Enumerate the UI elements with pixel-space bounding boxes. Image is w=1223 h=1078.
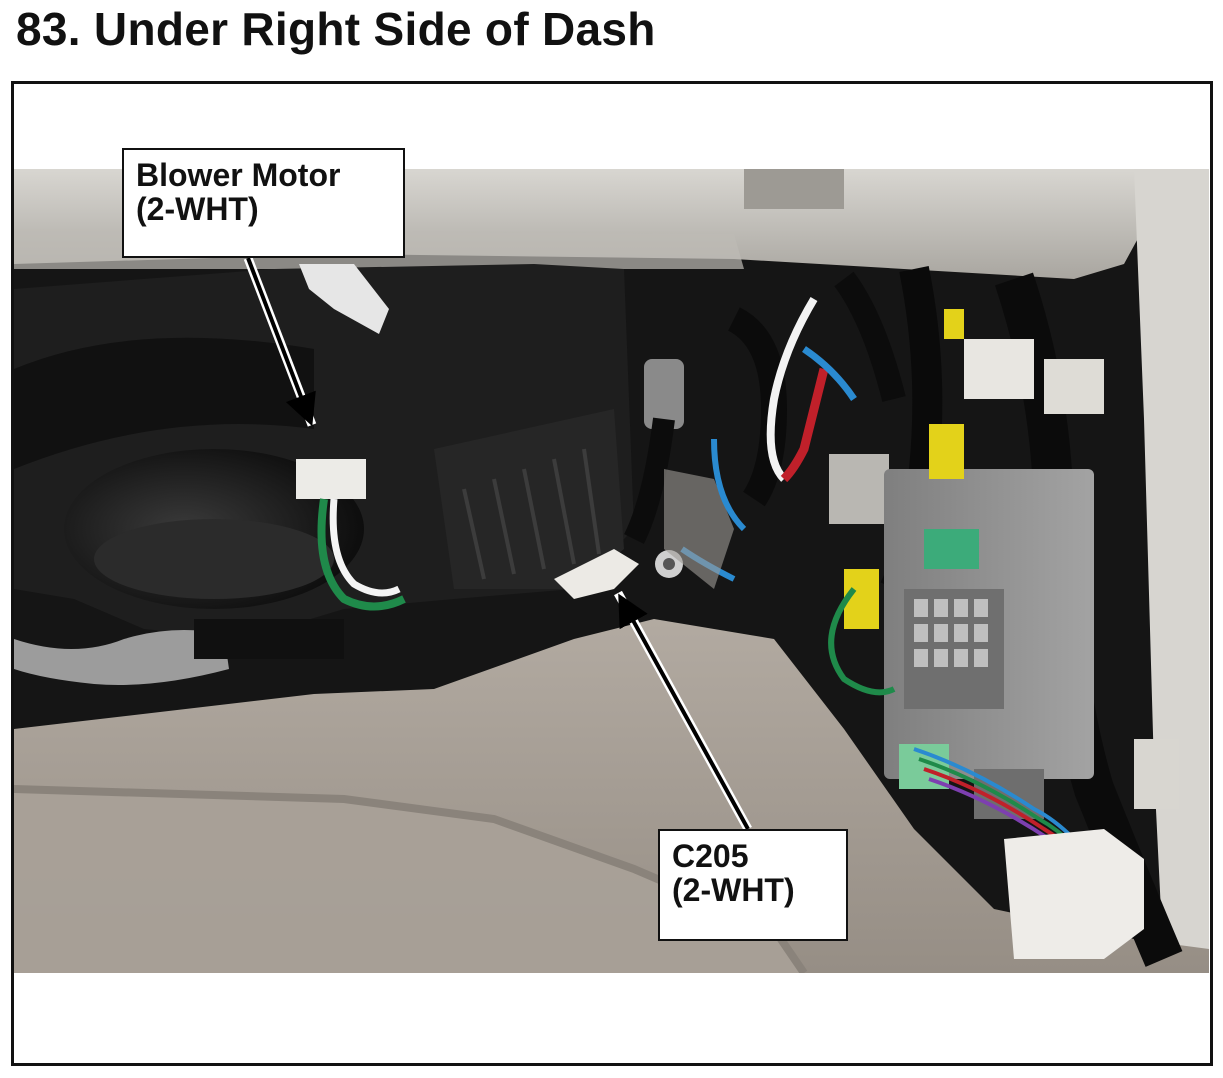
c205-arrow: [618, 593, 750, 830]
c205-connector-spec: (2-WHT): [672, 872, 795, 908]
blower-motor-callout: Blower Motor (2-WHT): [122, 148, 405, 258]
blower-motor-connector: [296, 459, 366, 499]
blower-motor-arrow: [246, 257, 316, 427]
c205-connector: [554, 549, 639, 599]
blower-motor-connector-spec: (2-WHT): [136, 191, 259, 227]
harness-tape: [14, 630, 229, 685]
c205-label: C205: [672, 838, 749, 874]
grommet: [644, 359, 684, 429]
blower-motor-label: Blower Motor: [136, 157, 341, 193]
page-title: 83. Under Right Side of Dash: [16, 3, 656, 55]
kick-panel: [1134, 169, 1209, 973]
c205-callout: C205 (2-WHT): [658, 829, 848, 941]
floor-mat: [14, 789, 804, 973]
